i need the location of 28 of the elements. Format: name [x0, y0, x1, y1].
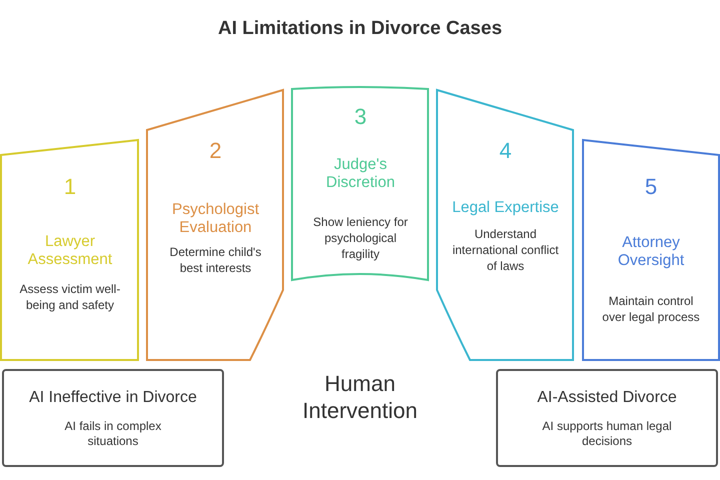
- step-number: 3: [353, 104, 368, 130]
- box-title: AI Ineffective in Divorce: [28, 389, 198, 407]
- step-title: Psychologist Evaluation: [170, 201, 260, 237]
- step-number: 1: [62, 174, 78, 200]
- box-title: AI-Assisted Divorce: [536, 389, 678, 407]
- step-title: Lawyer Assessment: [26, 233, 114, 269]
- step-card: [0, 138, 140, 362]
- step-card: [291, 86, 430, 284]
- step-title: Legal Expertise: [451, 199, 560, 217]
- step-card: [582, 138, 720, 362]
- center-label: Human Intervention: [302, 370, 418, 424]
- diagram-title: AI Limitations in Divorce Cases: [216, 18, 504, 40]
- step-description: Maintain control over legal process: [601, 293, 701, 325]
- step-description: Understand international conflict of laws: [451, 226, 560, 274]
- step-number: 2: [208, 138, 223, 164]
- step-description: Assess victim well-being and safety: [18, 281, 122, 313]
- step-description: Show leniency for psychological fragility: [312, 214, 409, 262]
- info-box: [496, 369, 718, 467]
- box-description: AI fails in complex situations: [64, 419, 162, 449]
- step-title: Attorney Oversight: [616, 234, 686, 270]
- info-box: [2, 369, 224, 467]
- step-card: [146, 88, 285, 362]
- step-number: 5: [644, 174, 658, 200]
- step-card: [436, 88, 575, 362]
- step-description: Determine child's best interests: [168, 244, 262, 276]
- step-number: 4: [498, 138, 513, 164]
- box-description: AI supports human legal decisions: [541, 419, 673, 449]
- step-title: Judge's Discretion: [325, 156, 396, 192]
